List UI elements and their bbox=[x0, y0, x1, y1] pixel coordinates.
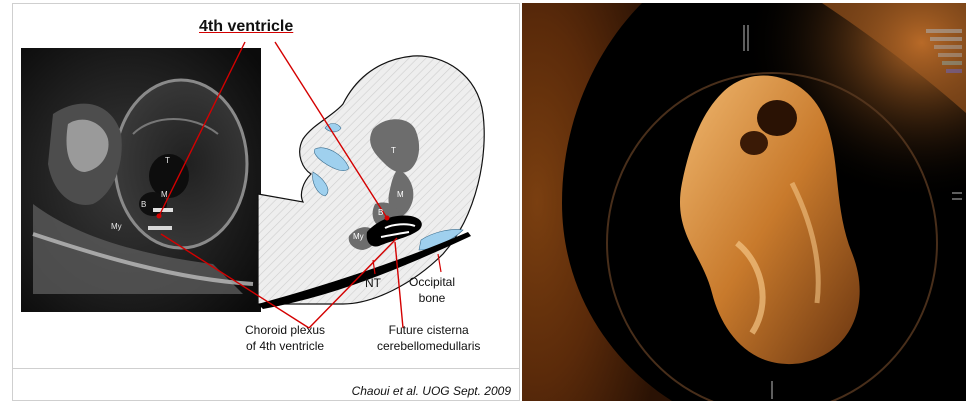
3d-render-image bbox=[522, 3, 966, 401]
us-label-t: T bbox=[165, 156, 170, 165]
diagram-label-my: My bbox=[353, 232, 364, 241]
label-nt: NT bbox=[365, 276, 381, 290]
us-label-my: My bbox=[111, 222, 122, 231]
citation: Chaoui et al. UOG Sept. 2009 bbox=[352, 384, 511, 398]
label-choroid-plexus: Choroid plexus of 4th ventricle bbox=[245, 322, 325, 354]
diagram-label-m: M bbox=[397, 190, 404, 199]
us-label-m: M bbox=[161, 190, 168, 199]
diagram-label-t: T bbox=[391, 146, 396, 155]
label-future-cisterna: Future cisterna cerebellomedullaris bbox=[377, 322, 480, 354]
title-4th-ventricle: 4th ventricle bbox=[199, 18, 293, 36]
us-label-b: B bbox=[141, 200, 146, 209]
brain-diagram bbox=[258, 56, 484, 304]
3d-ultrasound-render bbox=[522, 3, 966, 401]
label-occipital-bone: Occipital bone bbox=[409, 274, 455, 306]
diagram-label-b: B bbox=[378, 208, 383, 217]
figure-left-panel: 4th ventricle T M B My T M B My Occipita… bbox=[12, 3, 520, 401]
footer-divider bbox=[13, 368, 519, 369]
